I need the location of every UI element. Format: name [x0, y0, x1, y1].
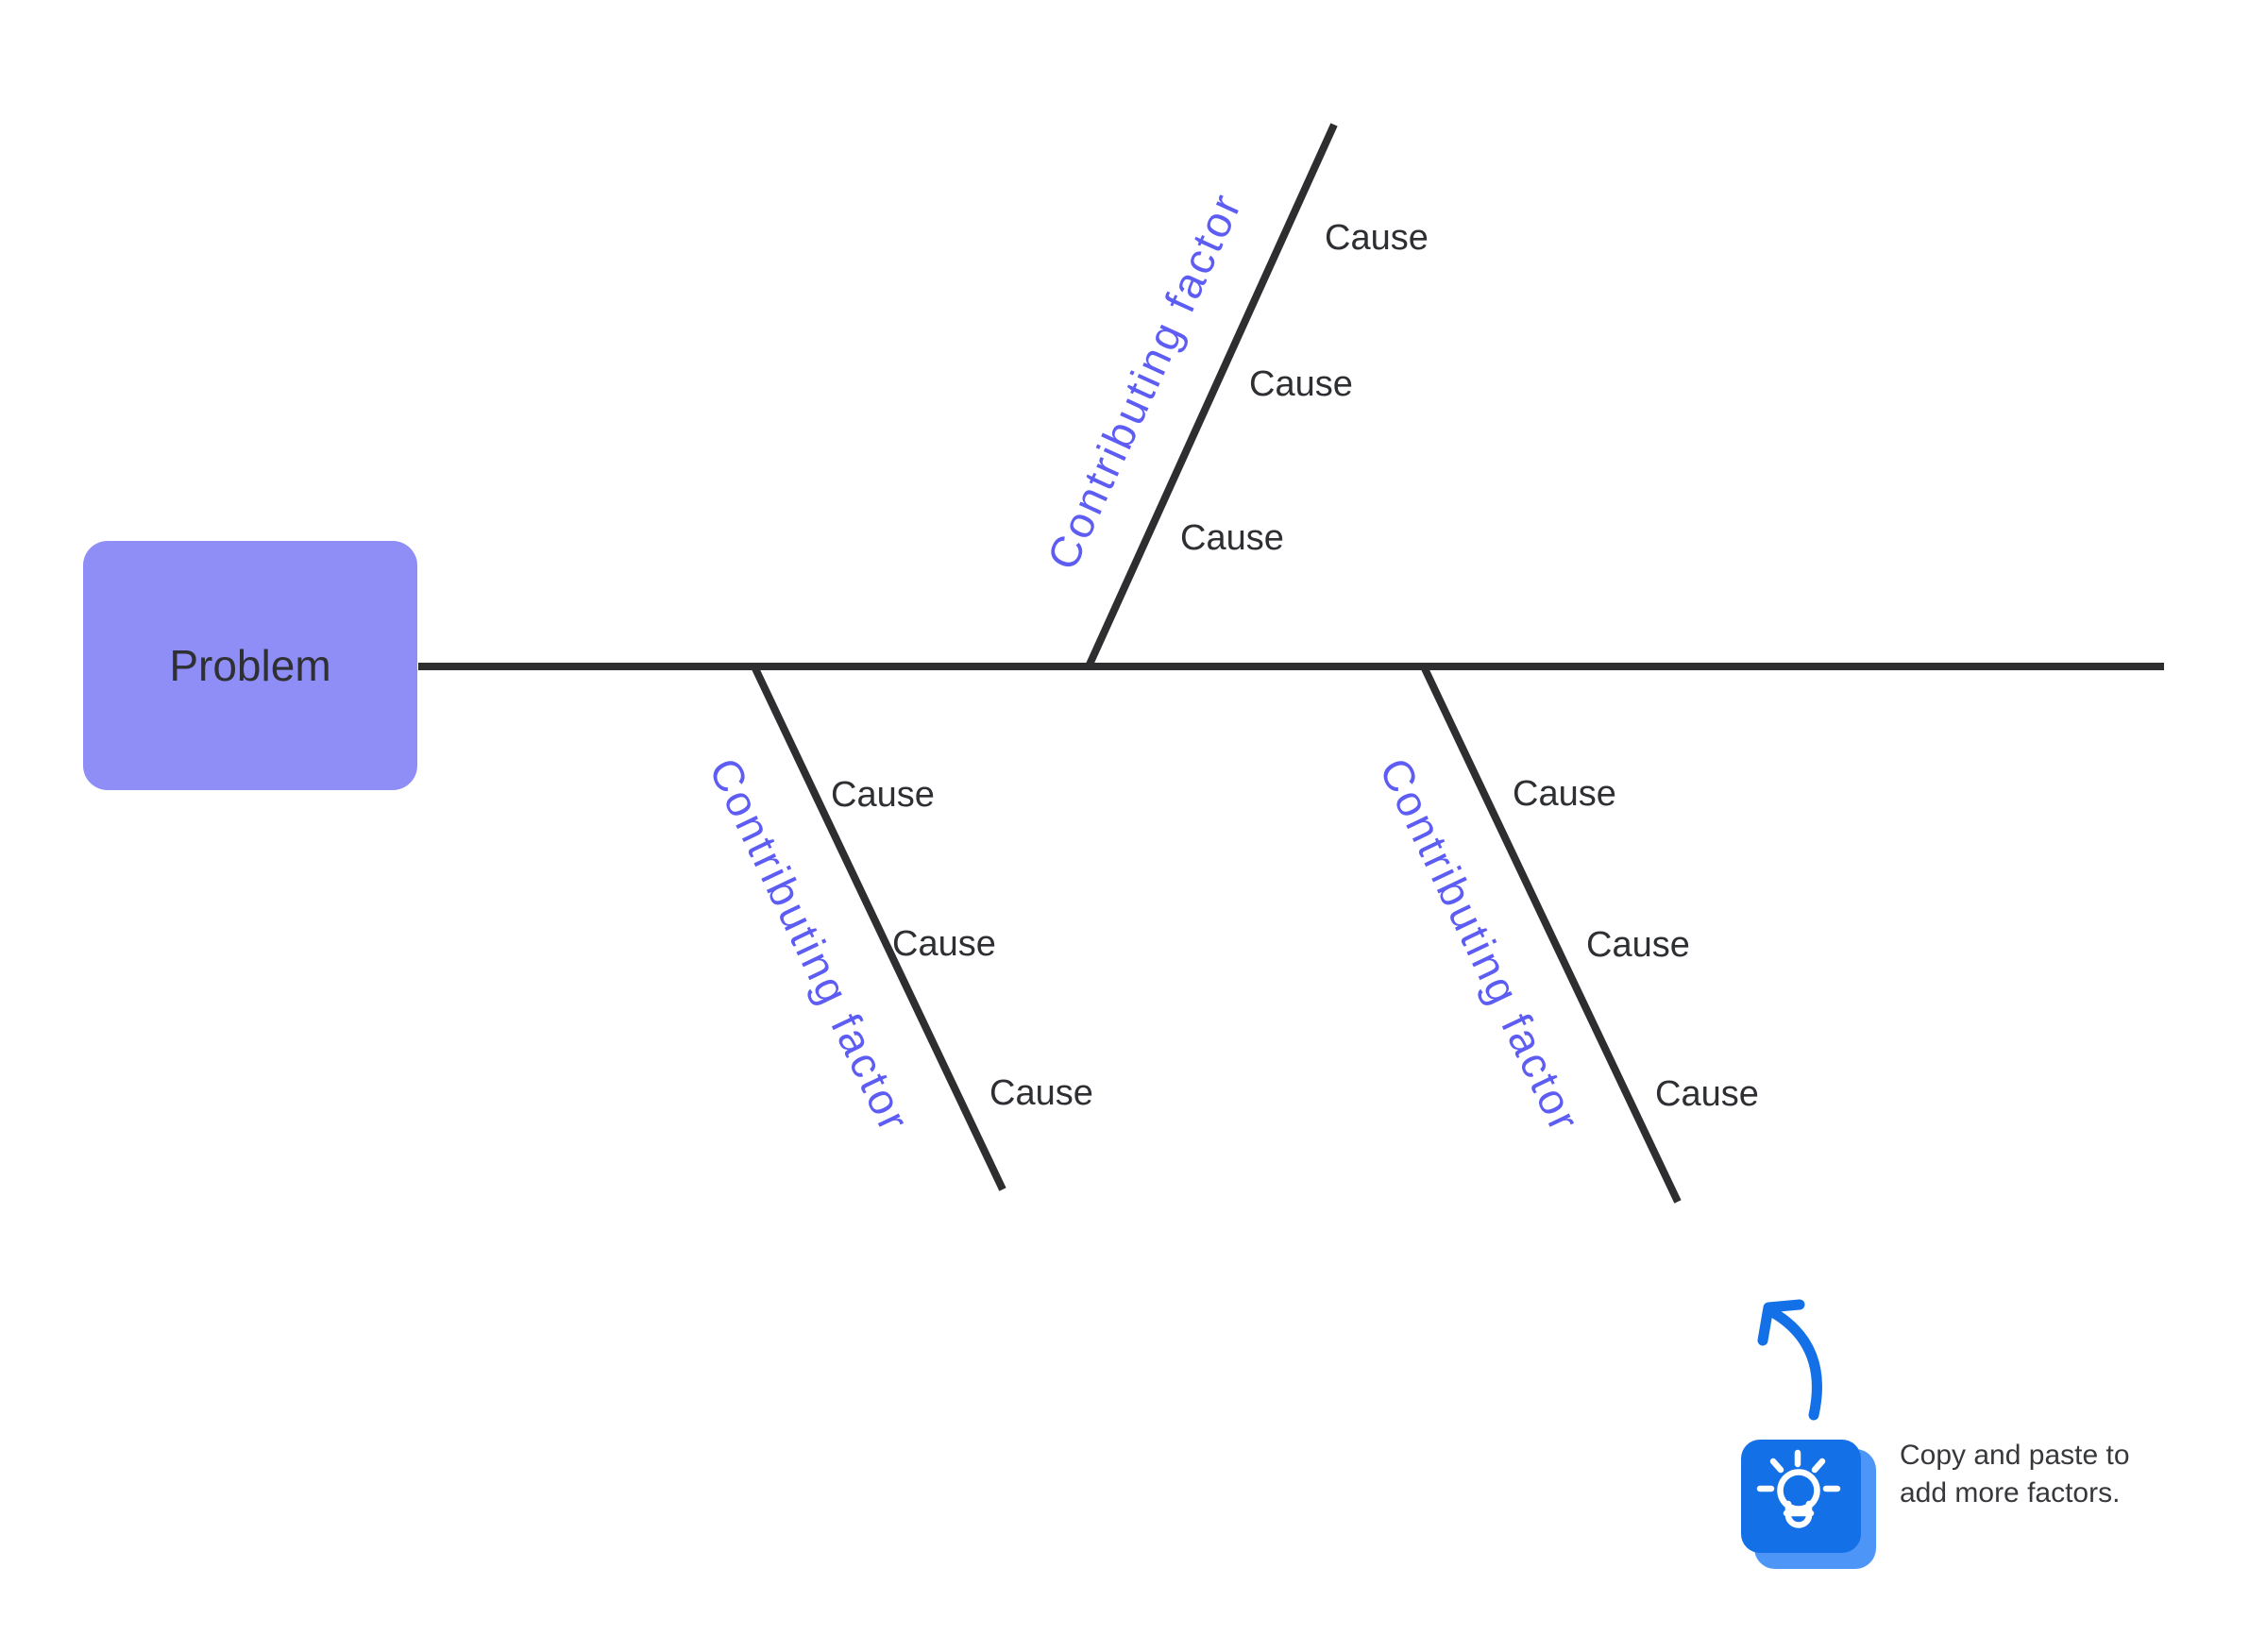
cause-label[interactable]: Cause — [1655, 1074, 1759, 1114]
cause-label[interactable]: Cause — [1180, 518, 1284, 558]
bulb-glyph — [1756, 1449, 1841, 1528]
tip-text[interactable]: Copy and paste to add more factors. — [1900, 1440, 2130, 1509]
branch-line-bottom-right[interactable] — [1419, 663, 1682, 1204]
lightbulb-icon[interactable] — [1741, 1440, 1876, 1569]
cause-label[interactable]: Cause — [989, 1073, 1093, 1113]
cause-label[interactable]: Cause — [831, 775, 935, 815]
cause-label[interactable]: Cause — [1249, 364, 1353, 404]
branch-line-bottom-left[interactable] — [750, 663, 1006, 1191]
problem-node[interactable]: Problem — [83, 541, 417, 790]
cause-label[interactable]: Cause — [1586, 925, 1690, 965]
cause-label[interactable]: Cause — [1325, 218, 1429, 258]
curved-arrow-icon[interactable] — [1757, 1299, 1822, 1421]
arrow-head — [1757, 1299, 1805, 1346]
branch-line-top[interactable] — [1085, 123, 1338, 668]
cause-label[interactable]: Cause — [1513, 774, 1616, 814]
icon-front-square — [1741, 1440, 1861, 1553]
arrow-curve — [1768, 1307, 1822, 1421]
problem-label: Problem — [169, 641, 331, 690]
cause-label[interactable]: Cause — [892, 924, 996, 964]
